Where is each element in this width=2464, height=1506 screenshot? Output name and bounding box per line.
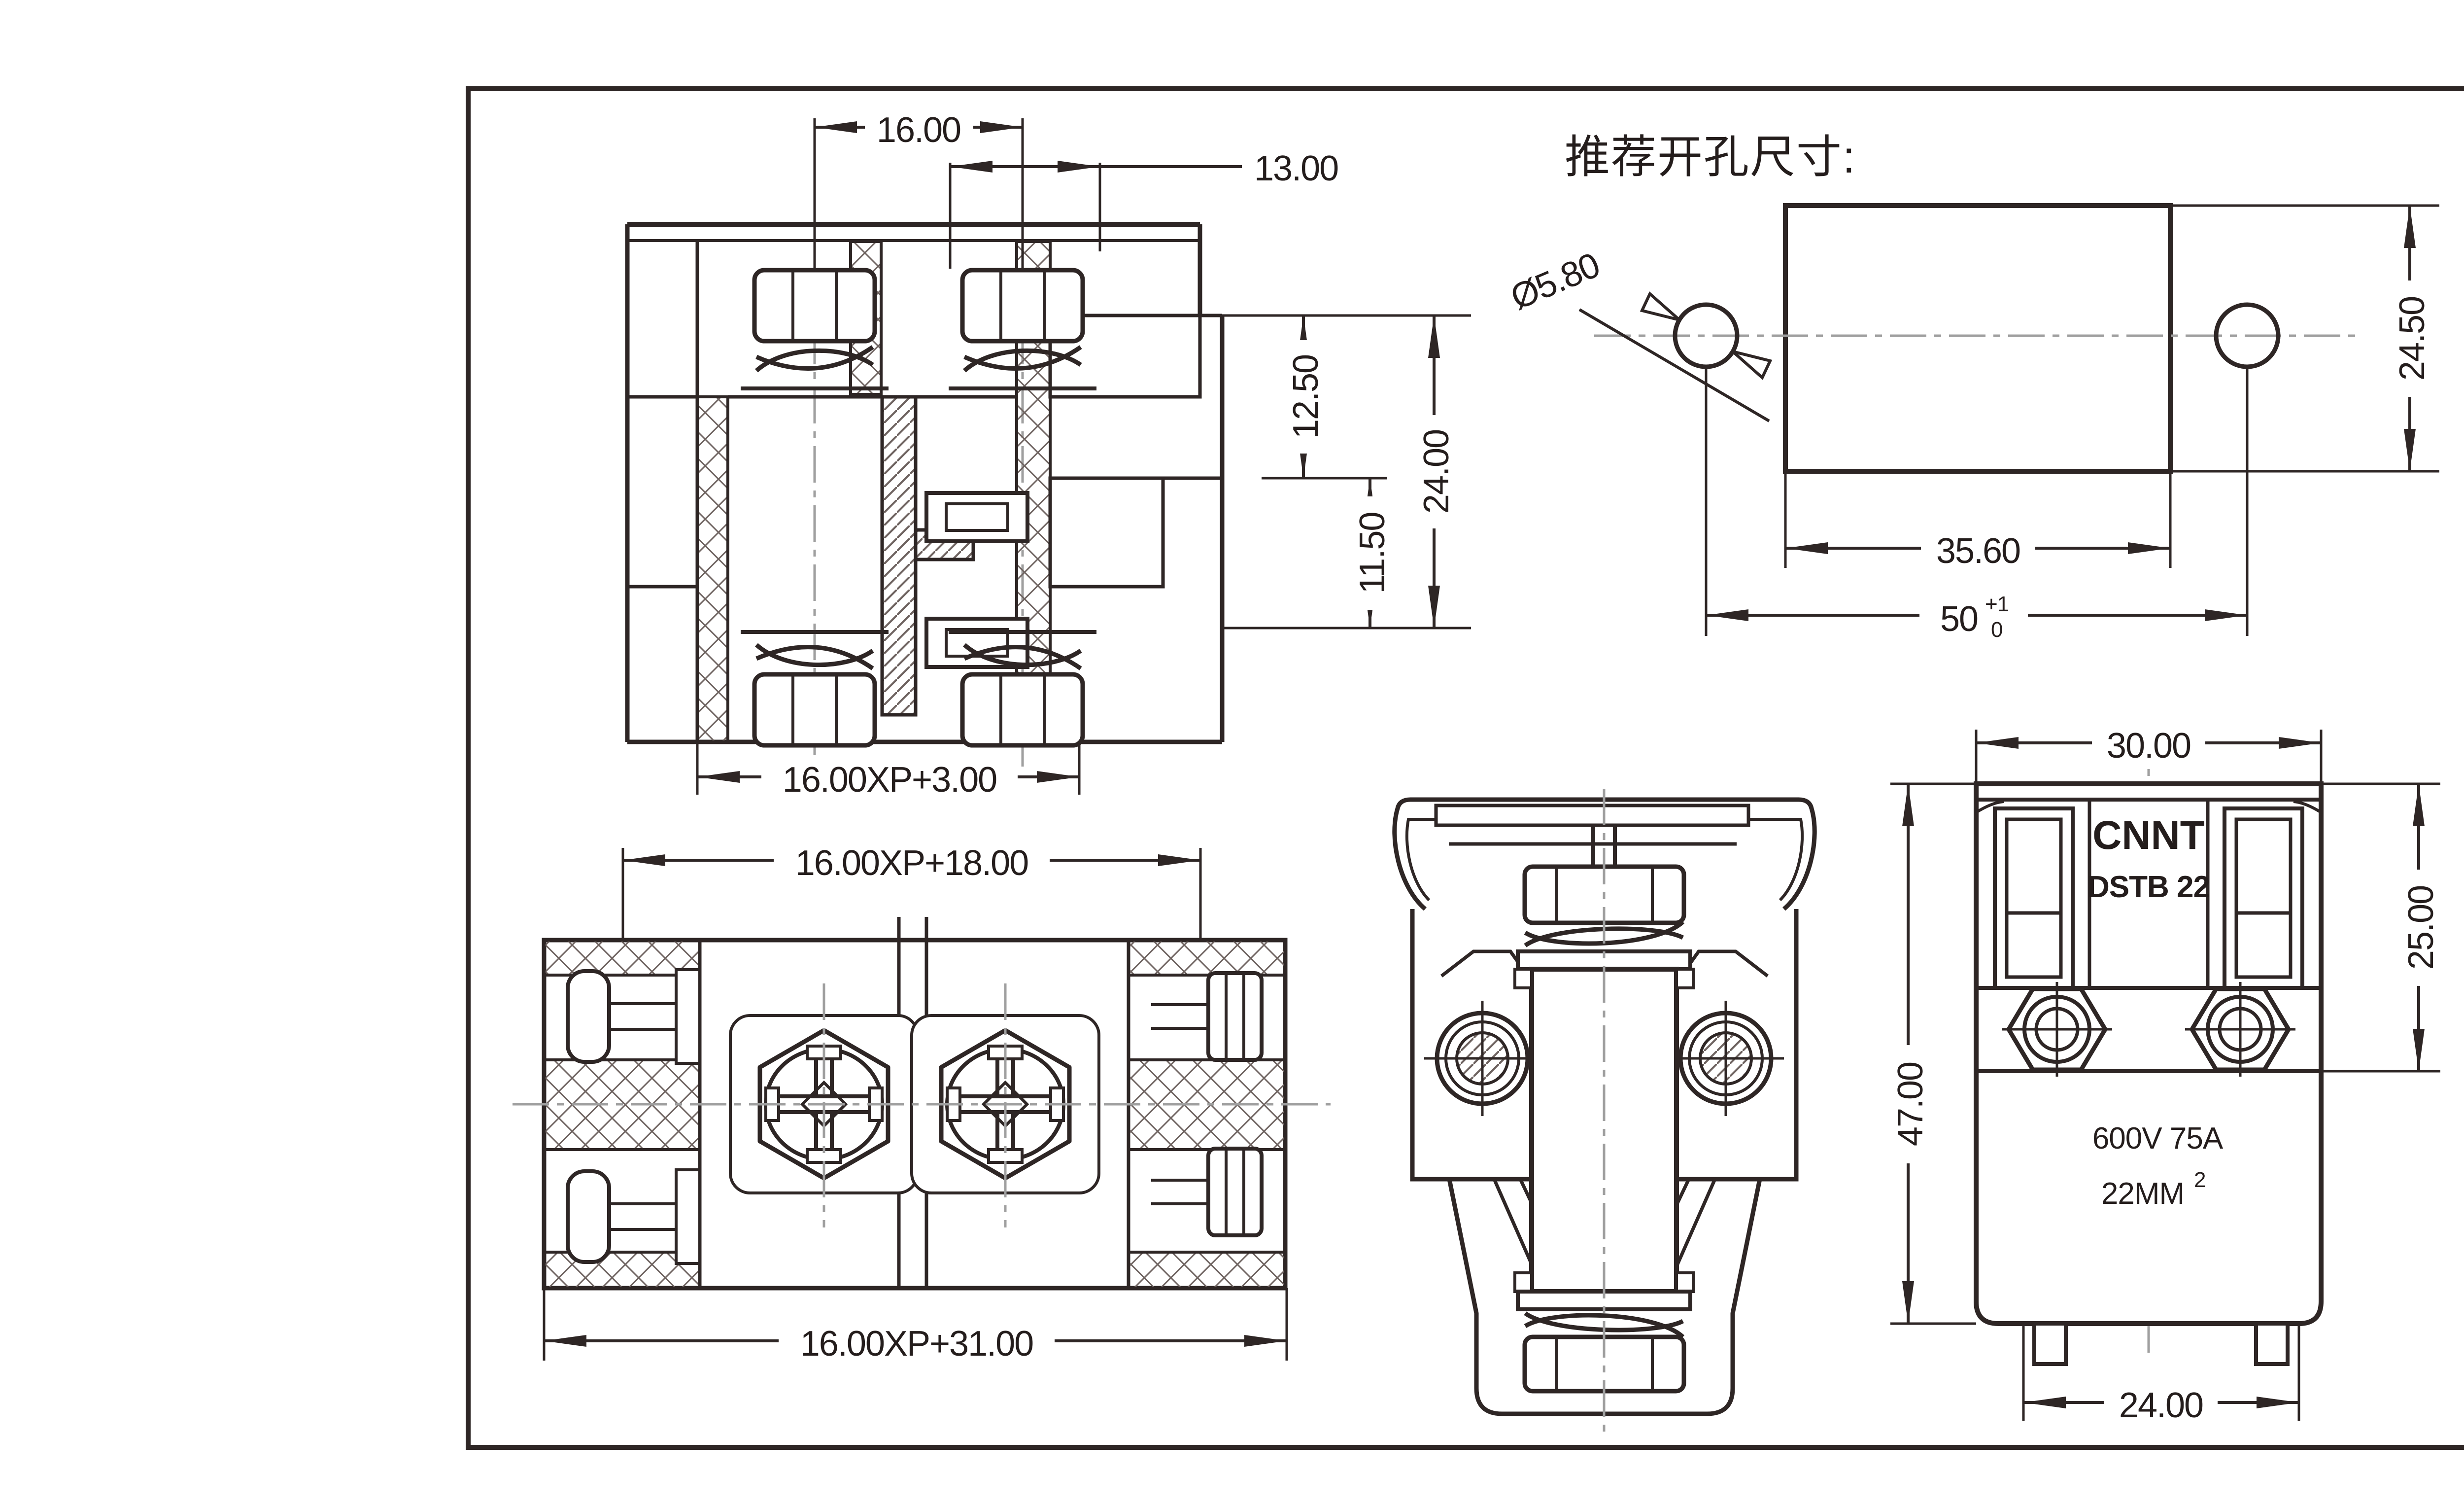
upper-screw-left (741, 268, 889, 390)
dim-front-width: 30.00 (1975, 721, 2323, 781)
brand-label: CNNT (2092, 813, 2205, 858)
plan-view: 16.00XP+18.00 16.00XP+31.00 (513, 838, 1331, 1364)
clip-window-right (2223, 806, 2304, 990)
end-view (1392, 789, 1817, 1439)
clamp-nut (924, 491, 1029, 543)
dim-total-depth-label: 24.00 (1417, 430, 1456, 514)
dim-opening: 13.00 (949, 149, 1339, 269)
dim-hole-spacing-label: 50 (1940, 599, 1978, 639)
dim-depths: 12.50 11.50 24.00 (1222, 314, 1471, 630)
dim-inner-width-formula: 16.00XP+18.00 (621, 838, 1202, 940)
insulation-wall (696, 395, 729, 743)
dim-width-formula-label: 16.00XP+3.00 (783, 760, 996, 800)
dim-tolerance-minus: 0 (1991, 618, 2002, 642)
dim-overall-width-label: 16.00XP+31.00 (800, 1324, 1033, 1364)
clamp-nut (924, 617, 1029, 669)
wire-clamp-screw (566, 968, 701, 1065)
wire-hole-right (1668, 1001, 1784, 1116)
hex-terminal-right (2185, 982, 2295, 1077)
dim-overall-height-label: 47.00 (1891, 1062, 1930, 1146)
hex-terminal-left (2002, 982, 2112, 1077)
dim-hole-spacing: 50 +1 0 (1705, 367, 2249, 642)
dim-hole-diameter-label: Ø5.80 (1505, 245, 1605, 317)
lower-screw-left (741, 630, 889, 748)
dim-upper-height: 25.00 (2302, 782, 2441, 1073)
dim-front-width-label: 30.00 (2107, 726, 2190, 766)
clip-window-left (1993, 806, 2075, 990)
mounting-foot (2032, 1322, 2068, 1366)
dim-cutout-width: 35.60 (1784, 471, 2172, 571)
dim-lower-depth-label: 11.50 (1353, 513, 1392, 594)
dim-pitch: 16.00 (813, 105, 1024, 269)
dim-foot-span: 24.00 (2022, 1324, 2300, 1425)
cutout-title: 推荐开孔尺寸: (1565, 132, 1856, 182)
cutout-view: 推荐开孔尺寸: Ø5.80 24.50 (1505, 132, 2439, 642)
dim-hole-diameter: Ø5.80 (1505, 245, 1773, 422)
section-view: 16.00 13.00 12.50 11.50 (625, 105, 1471, 800)
dim-width-formula: 16.00XP+3.00 (696, 742, 1081, 800)
front-view: 30.00 CNNT DSTB 22 (1887, 721, 2441, 1425)
model-label: DSTB 22 (2088, 870, 2210, 904)
dim-cutout-width-label: 35.60 (1936, 531, 2020, 571)
dim-pitch-label: 16.00 (877, 110, 960, 150)
dim-foot-span-label: 24.00 (2119, 1386, 2203, 1425)
dim-inner-width-label: 16.00XP+18.00 (795, 843, 1028, 883)
lower-screw-right (949, 630, 1096, 748)
dim-overall-height: 47.00 (1887, 782, 1976, 1325)
wire-size-label: 22MM (2101, 1177, 2184, 1211)
busbar-section (880, 395, 918, 717)
dim-upper-height-label: 25.00 (2401, 886, 2441, 970)
cutout-rect (1783, 203, 2173, 474)
dim-overall-width-formula: 16.00XP+31.00 (543, 1288, 1288, 1364)
dim-cutout-height-label: 24.50 (2393, 297, 2432, 381)
terminal-pocket (1048, 476, 1165, 589)
dim-opening-label: 13.00 (1254, 149, 1338, 188)
dim-cutout-height: 24.50 (2170, 204, 2439, 473)
wire-clamp-screw (1151, 1147, 1264, 1237)
wire-size-sup: 2 (2194, 1168, 2205, 1192)
rating-label: 600V 75A (2092, 1121, 2224, 1156)
dim-upper-depth-label: 12.50 (1286, 355, 1326, 439)
wire-clamp-screw (1151, 971, 1264, 1062)
dim-tolerance-plus: +1 (1985, 592, 2009, 616)
upper-screw-right (949, 268, 1096, 390)
sheet-border (466, 86, 2464, 1450)
wire-clamp-screw (566, 1168, 701, 1265)
mounting-foot (2254, 1322, 2290, 1366)
wire-hole-left (1424, 1001, 1540, 1116)
